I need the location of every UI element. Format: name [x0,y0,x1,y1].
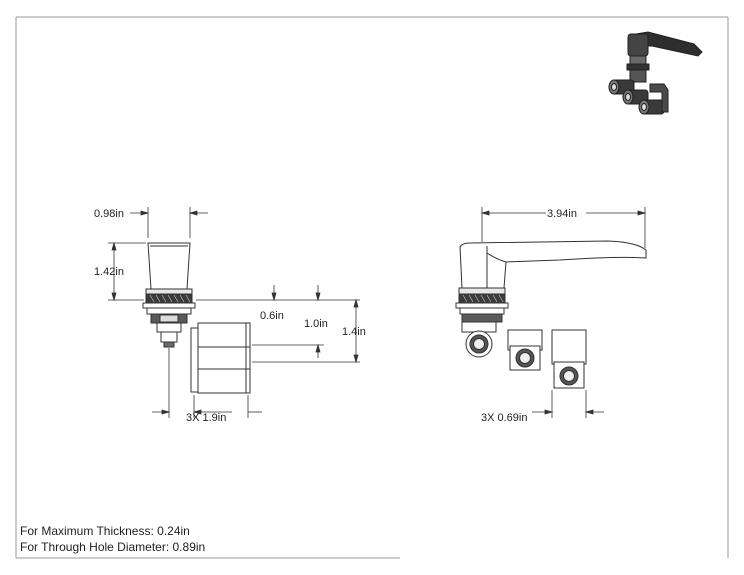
dim-front-spacing: 3X 1.9in [186,412,227,424]
side-dimension-lines [480,207,647,418]
note-through-hole: For Through Hole Diameter: 0.89in [20,540,206,554]
dim-offset-c: 1.4in [342,326,366,338]
front-dimension-lines [108,207,360,418]
dim-side-length: 3.94in [547,208,577,220]
dim-offset-b: 1.0in [304,318,328,330]
dim-front-height: 1.42in [94,266,124,278]
front-view [142,242,251,394]
dim-front-width: 0.98in [94,208,124,220]
isometric-preview [608,31,703,115]
side-view [455,240,647,389]
dim-offset-a: 0.6in [260,310,284,322]
dim-side-spacing: 3X 0.69in [481,412,528,424]
note-max-thickness: For Maximum Thickness: 0.24in [20,524,190,538]
sheet-border [15,16,729,559]
